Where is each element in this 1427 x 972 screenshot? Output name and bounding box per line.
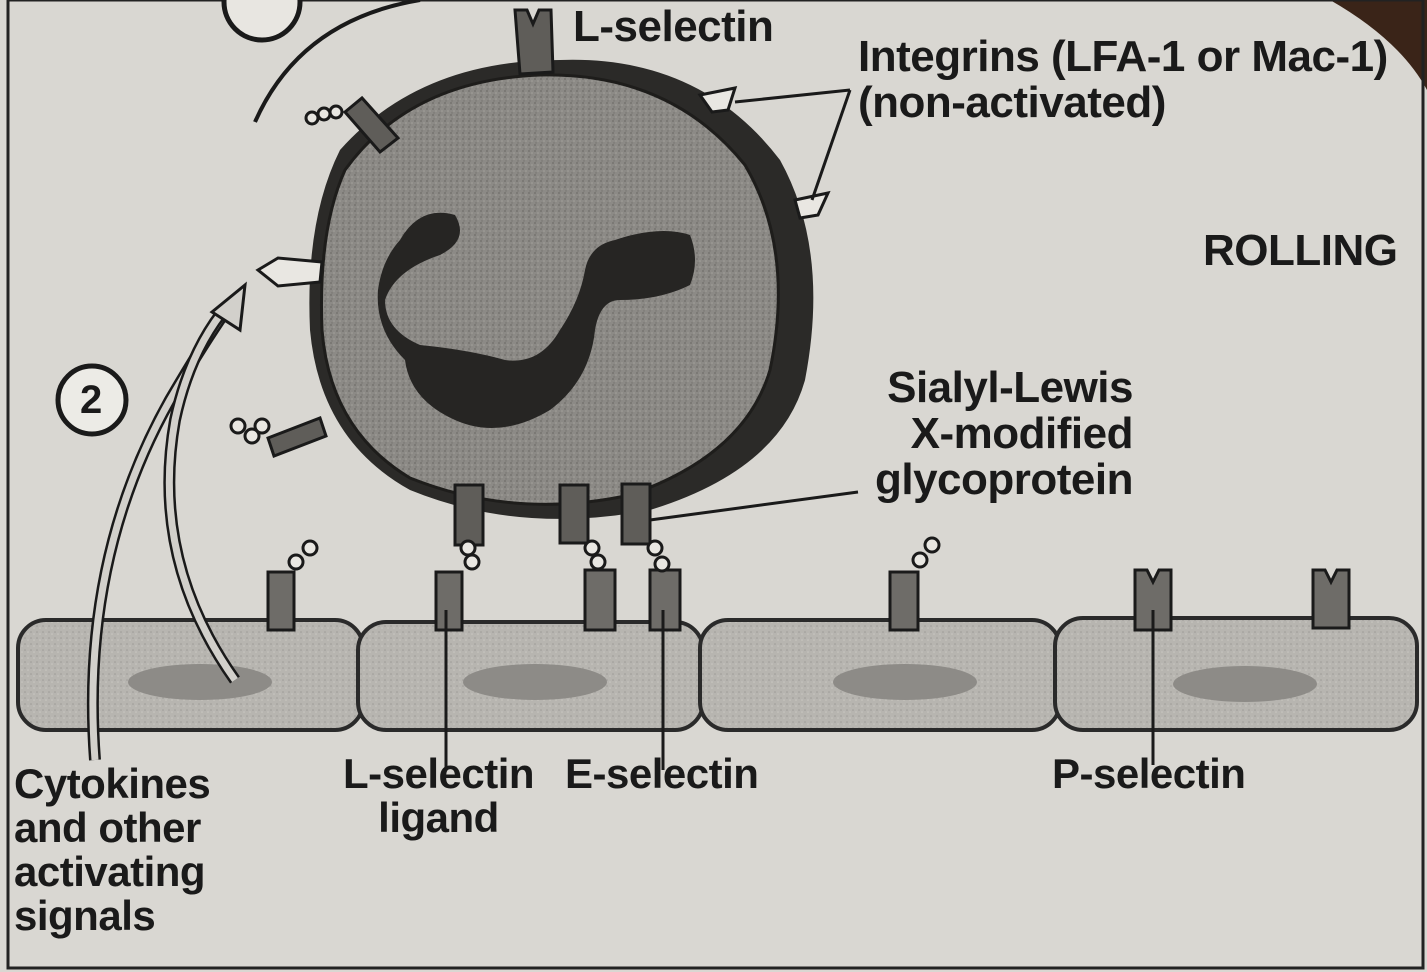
label-integrins-line1: Integrins (LFA-1 or Mac-1) [858,34,1388,80]
l-selectin-ligand-stalk [436,572,462,630]
label-l-selectin-ligand: L-selectin ligand [336,752,541,840]
slex-stalk-3 [622,484,650,544]
slex-bead-1 [461,541,475,555]
slex-stalk-2 [560,485,588,543]
endothelial-nucleus-4 [1173,666,1317,702]
slex-bead-5 [648,541,662,555]
glyco-bead-ll-1 [231,419,245,433]
slex-glyco-3 [913,553,927,567]
label-cytokines-line4: signals [14,894,210,938]
slex-bead-6 [655,557,669,571]
label-l-selectin-ligand-line1: L-selectin [336,752,541,796]
endothelial-nucleus-2 [463,664,607,700]
label-sialyl-line1: Sialyl-Lewis [868,365,1133,411]
slex-stalk-1 [455,485,483,545]
endothelial-nucleus-3 [833,664,977,700]
e-selectin-stalk-1 [585,570,615,630]
label-l-selectin-top: L-selectin [573,4,773,50]
glyco-bead-ul-3 [330,106,342,118]
label-sialyl-line2: X-modified [868,411,1133,457]
slex-glyco-4 [925,538,939,552]
ligand-stalk-1 [268,572,294,630]
label-e-selectin: E-selectin [565,752,758,796]
label-cytokines-line3: activating [14,850,210,894]
label-rolling: ROLLING [1203,228,1397,274]
slex-bead-4 [591,555,605,569]
glyco-bead-ll-3 [255,419,269,433]
label-cytokines: Cytokines and other activating signals [14,762,210,938]
slex-bead-2 [465,555,479,569]
p-selectin-2 [1313,570,1349,628]
slex-bead-3 [585,541,599,555]
glyco-bead-ul-1 [306,112,318,124]
ligand-stalk-3 [890,572,918,630]
step-2-number: 2 [80,378,102,423]
label-l-selectin-ligand-line2: ligand [336,796,541,840]
glyco-bead-ul-2 [318,108,330,120]
label-cytokines-line2: and other [14,806,210,850]
label-integrins-line2: (non-activated) [858,80,1388,126]
label-p-selectin: P-selectin [1052,752,1245,796]
endothelial-nucleus-1 [128,664,272,700]
label-integrins: Integrins (LFA-1 or Mac-1) (non-activate… [858,34,1388,126]
e-selectin-stalk-2 [650,570,680,630]
label-cytokines-line1: Cytokines [14,762,210,806]
label-sialyl-line3: glycoprotein [868,457,1133,503]
l-selectin-top-molecule [515,10,553,74]
slex-glyco-2 [303,541,317,555]
label-sialyl-lewis: Sialyl-Lewis X-modified glycoprotein [868,365,1133,504]
slex-glyco-1 [289,555,303,569]
